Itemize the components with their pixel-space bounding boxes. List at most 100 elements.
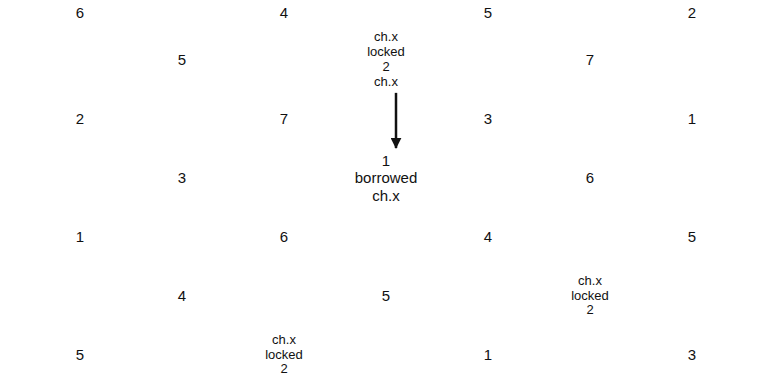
- cell-number: 6: [586, 169, 594, 186]
- hex-cell: 6: [216, 178, 352, 296]
- cell-number: 2: [76, 110, 84, 127]
- hex-outline: [522, 355, 658, 384]
- locked-panel: [355, 7, 417, 113]
- cell-label: 2: [688, 4, 696, 21]
- locked-panel: [253, 302, 315, 384]
- cell-number: 1: [484, 346, 492, 363]
- cell-number: 5: [178, 51, 186, 68]
- hex-cell: 6: [522, 119, 658, 237]
- cell-number: 5: [484, 4, 492, 21]
- cell-label: 6: [586, 169, 594, 186]
- hex-border: [12, 60, 148, 178]
- hex-outline: [12, 296, 148, 384]
- hex-cell: 1: [624, 60, 759, 178]
- cell-label: 7: [280, 110, 288, 127]
- cell-label: 5: [484, 4, 492, 21]
- cell-number: 7: [280, 110, 288, 127]
- cell-label: 7: [586, 51, 594, 68]
- hex-cell: 4: [216, 0, 352, 60]
- cell-number: 7: [586, 51, 594, 68]
- hex-cell: ch.x locked 2: [216, 296, 352, 384]
- cell-label: 5: [688, 228, 696, 245]
- hex-border: [420, 60, 556, 178]
- cell-number: 1: [349, 152, 423, 169]
- cell-label: 5: [76, 346, 84, 363]
- cell-label: ch.x locked 2: [567, 274, 613, 319]
- hex-border: [216, 0, 352, 60]
- cell-number: 1: [688, 110, 696, 127]
- hex-border: [522, 119, 658, 237]
- hex-cell: 2: [624, 0, 759, 60]
- hex-cell: 1borrowed ch.x: [318, 119, 454, 237]
- hex-border: [114, 237, 250, 355]
- cell-label: ch.x locked 2: [261, 333, 307, 378]
- cell-number: 3: [688, 346, 696, 363]
- hex-outline: [522, 0, 658, 1]
- hex-cell: 7: [522, 1, 658, 119]
- channel-note: ch.x: [363, 75, 409, 90]
- cell-label: 4: [280, 4, 288, 21]
- hex-cell: 5: [624, 178, 759, 296]
- hex-border: [624, 178, 759, 296]
- cell-number: 6: [76, 4, 84, 21]
- hex-outline: [318, 355, 454, 384]
- cell-number: 3: [484, 110, 492, 127]
- hex-cell: 3: [624, 296, 759, 384]
- cell-label: 3: [688, 346, 696, 363]
- cell-number: 4: [484, 228, 492, 245]
- hex-outline: [114, 0, 250, 1]
- cell-number: 2: [688, 4, 696, 21]
- hex-outline: [420, 296, 556, 384]
- hex-border: [12, 296, 148, 384]
- cell-label: 5: [382, 287, 390, 304]
- hex-cell: 7: [216, 60, 352, 178]
- hex-cell: 5: [114, 1, 250, 119]
- locked-panel: [559, 243, 621, 349]
- hex-cell: 1: [12, 178, 148, 296]
- hex-cell: 3: [114, 119, 250, 237]
- hex-border: [624, 0, 759, 60]
- hex-cell: 1: [420, 296, 556, 384]
- cell-label: 2: [76, 110, 84, 127]
- hex-border: [318, 119, 454, 237]
- hex-outline: [318, 0, 454, 1]
- hex-border: [624, 296, 759, 384]
- cell-label: 6: [76, 4, 84, 21]
- hex-cell: 4: [114, 237, 250, 355]
- hex-border: [216, 178, 352, 296]
- cell-number: 4: [178, 287, 186, 304]
- cell-label: 1borrowed ch.x: [349, 152, 423, 204]
- hex-cell: 5: [12, 296, 148, 384]
- channel-note: ch.x locked 2: [261, 333, 307, 378]
- cell-label: 1: [484, 346, 492, 363]
- cell-label: 1: [688, 110, 696, 127]
- cell-label: 5: [178, 51, 186, 68]
- hex-border: [420, 296, 556, 384]
- hex-outline: [114, 355, 250, 384]
- cell-number: 1: [76, 228, 84, 245]
- hex-border: [114, 119, 250, 237]
- cell-number: 5: [382, 287, 390, 304]
- cell-label: 4: [484, 228, 492, 245]
- channel-note: ch.x locked 2: [363, 30, 409, 75]
- hex-border: [12, 178, 148, 296]
- hex-cell: ch.x locked 2: [522, 237, 658, 355]
- hex-cell: 5: [318, 237, 454, 355]
- cell-number: 6: [280, 228, 288, 245]
- hex-border: [420, 0, 556, 60]
- cell-number: 3: [178, 169, 186, 186]
- cell-number: 5: [76, 346, 84, 363]
- locked-hex: [522, 237, 658, 355]
- hex-border: [114, 1, 250, 119]
- hex-border: [420, 178, 556, 296]
- cell-number: 5: [688, 228, 696, 245]
- cell-label: ch.x locked 2ch.x: [363, 30, 409, 90]
- hex-border: [318, 237, 454, 355]
- hex-cell: 6: [12, 0, 148, 60]
- hex-outline: [624, 296, 759, 384]
- locked-hex: [318, 1, 454, 119]
- hex-border: [624, 60, 759, 178]
- cell-label: 4: [178, 287, 186, 304]
- hex-cell: 2: [12, 60, 148, 178]
- hex-cell: 3: [420, 60, 556, 178]
